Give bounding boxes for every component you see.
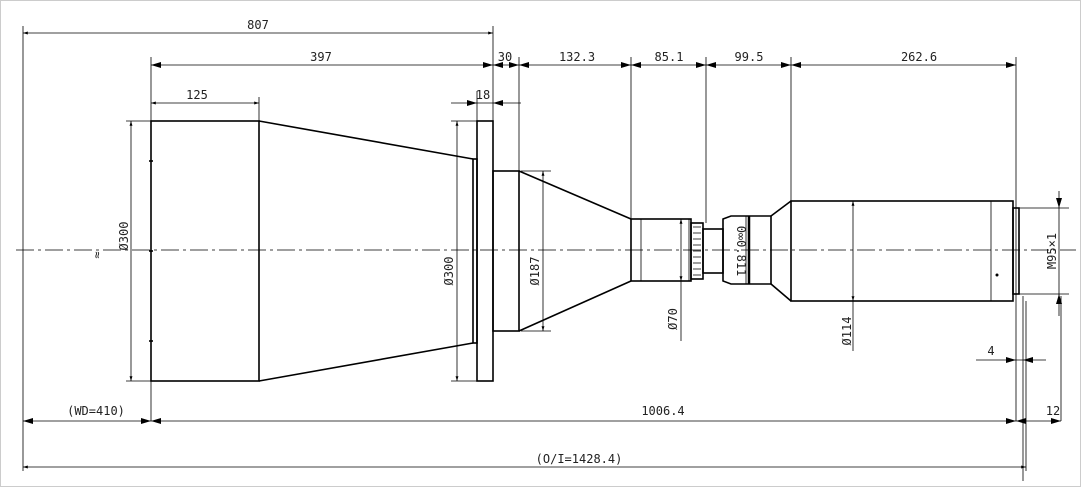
horizontal-dimensions: 807 397 30 132.3 85.1 99.5 262.6 125 18 …: [23, 18, 1061, 469]
dim-262-6: 262.6: [901, 50, 937, 64]
dim-807: 807: [247, 18, 269, 32]
dim-thread: M95×1: [1045, 233, 1059, 269]
middle-cone: [518, 170, 632, 332]
dim-12: 12: [1046, 404, 1060, 418]
dim-132-3: 132.3: [559, 50, 595, 64]
ring-marking: 0∞0.811: [734, 226, 748, 277]
dim-barrel-diameter: Ø70: [666, 308, 680, 330]
dim-front-diameter: Ø300: [117, 222, 131, 251]
dim-mid-diameter: Ø187: [528, 257, 542, 286]
dim-working-distance: (WD=410): [67, 404, 125, 418]
dim-99-5: 99.5: [735, 50, 764, 64]
dim-flange-diameter: Ø300: [442, 257, 456, 286]
flange: [476, 120, 494, 382]
dim-85-1: 85.1: [655, 50, 684, 64]
lens-body: 0∞0.811: [149, 120, 1020, 382]
dim-30: 30: [498, 50, 512, 64]
diameter-dimensions: Ø300 ≈ Ø300 Ø187 Ø70 Ø114 M95×1: [90, 121, 1062, 381]
dim-4: 4: [987, 344, 994, 358]
break-mark: ≈: [90, 251, 104, 258]
dim-397: 397: [310, 50, 332, 64]
dim-object-to-image: (O/I=1428.4): [536, 452, 623, 466]
front-cone: [258, 120, 474, 382]
dim-1006-4: 1006.4: [641, 404, 684, 418]
dim-125: 125: [186, 88, 208, 102]
dim-18: 18: [476, 88, 490, 102]
front-cylinder: [150, 120, 260, 382]
dim-rear-diameter: Ø114: [840, 317, 854, 346]
rear-body: [790, 200, 1014, 302]
